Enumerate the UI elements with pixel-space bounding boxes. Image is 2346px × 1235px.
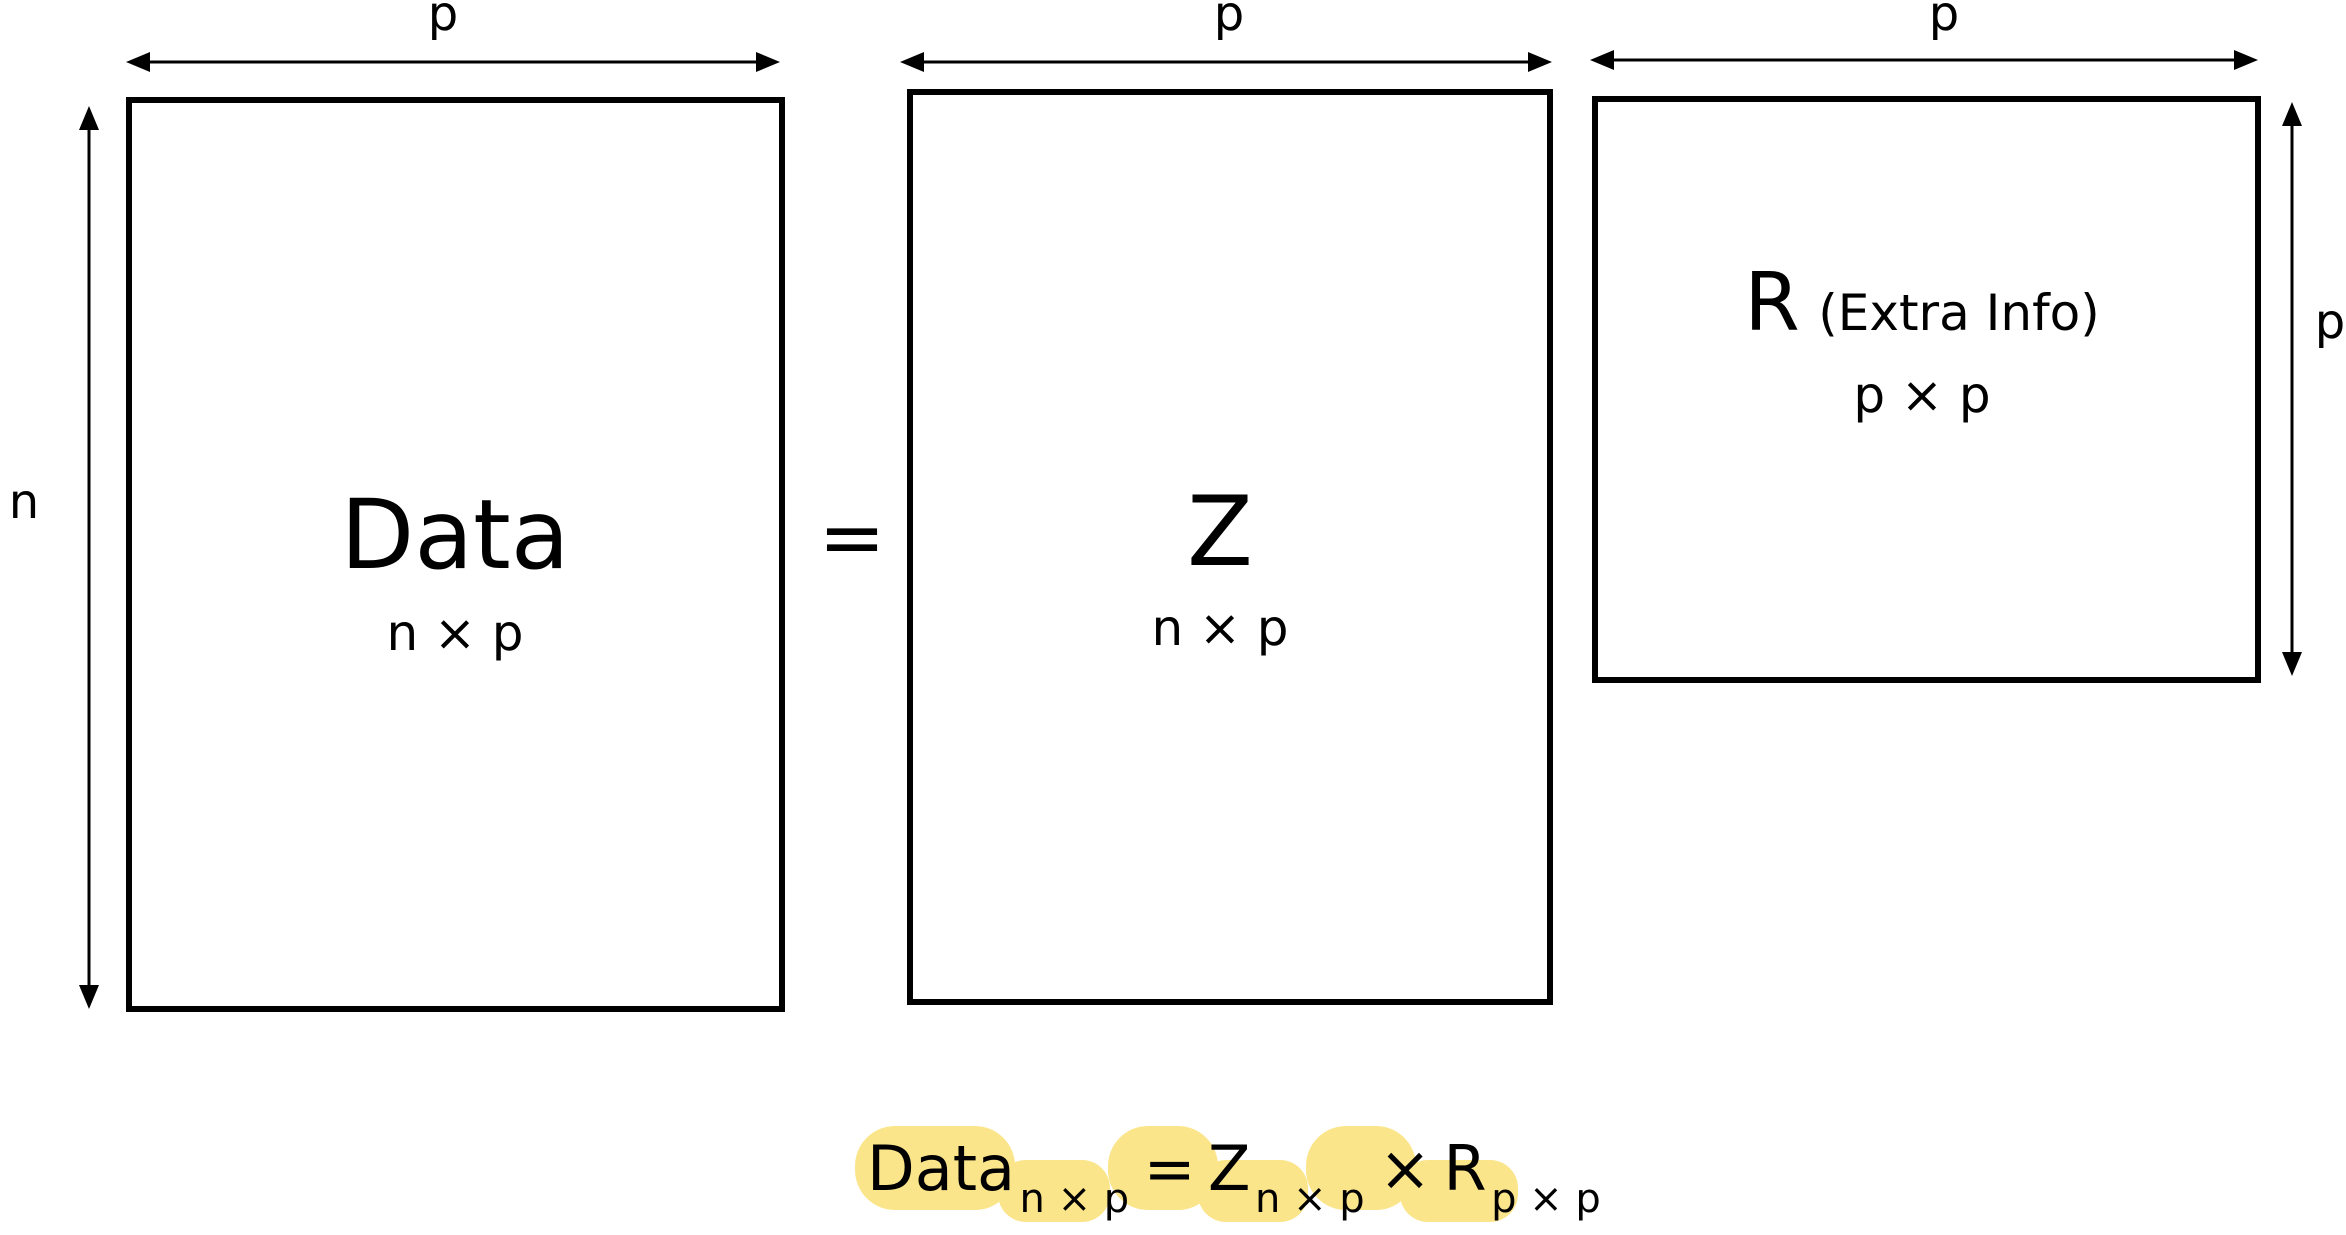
data-matrix-dims: n × p [386,604,523,662]
decomposition-formula: Data n × p = Z n × p × R p × p [855,1126,1601,1222]
r-width-arrow [1590,50,2258,70]
z-width-label: p [1214,0,1244,42]
data-matrix: p n Data n × p [9,0,785,1012]
r-width-label: p [1929,0,1959,42]
r-matrix-title: R (Extra Info) [1744,256,2100,349]
r-matrix-note: (Extra Info) [1818,284,2100,342]
formula-z-sub: n × p [1255,1176,1365,1222]
formula-data: Data [867,1132,1015,1205]
data-matrix-box [126,97,785,1012]
formula-highlight [855,1126,1518,1222]
r-matrix-name: R [1744,256,1800,349]
z-matrix-dims: n × p [1151,599,1288,657]
formula-times: × [1379,1132,1431,1205]
formula-z: Z [1208,1132,1250,1205]
z-width-arrow [900,52,1552,72]
data-width-label: p [428,0,458,42]
formula-r: R [1444,1132,1487,1205]
r-matrix-box [1592,96,2261,683]
data-height-arrow [79,106,99,1009]
z-matrix: p Z n × p [900,0,1553,1005]
r-matrix-dims: p × p [1853,366,1990,424]
equals-sign: = [818,491,885,584]
formula-r-sub: p × p [1491,1176,1601,1222]
r-matrix: p p R (Extra Info) p × p [1590,0,2345,683]
r-height-label: p [2315,294,2345,350]
data-matrix-name: Data [340,479,569,591]
formula-equals: = [1144,1132,1196,1205]
data-width-arrow [126,52,780,72]
data-height-label: n [9,474,39,530]
z-matrix-box [907,89,1553,1005]
formula-text: Data n × p = Z n × p × R p × p [867,1132,1601,1222]
z-matrix-name: Z [1187,476,1253,588]
formula-data-sub: n × p [1020,1176,1130,1222]
r-height-arrow [2282,102,2302,676]
